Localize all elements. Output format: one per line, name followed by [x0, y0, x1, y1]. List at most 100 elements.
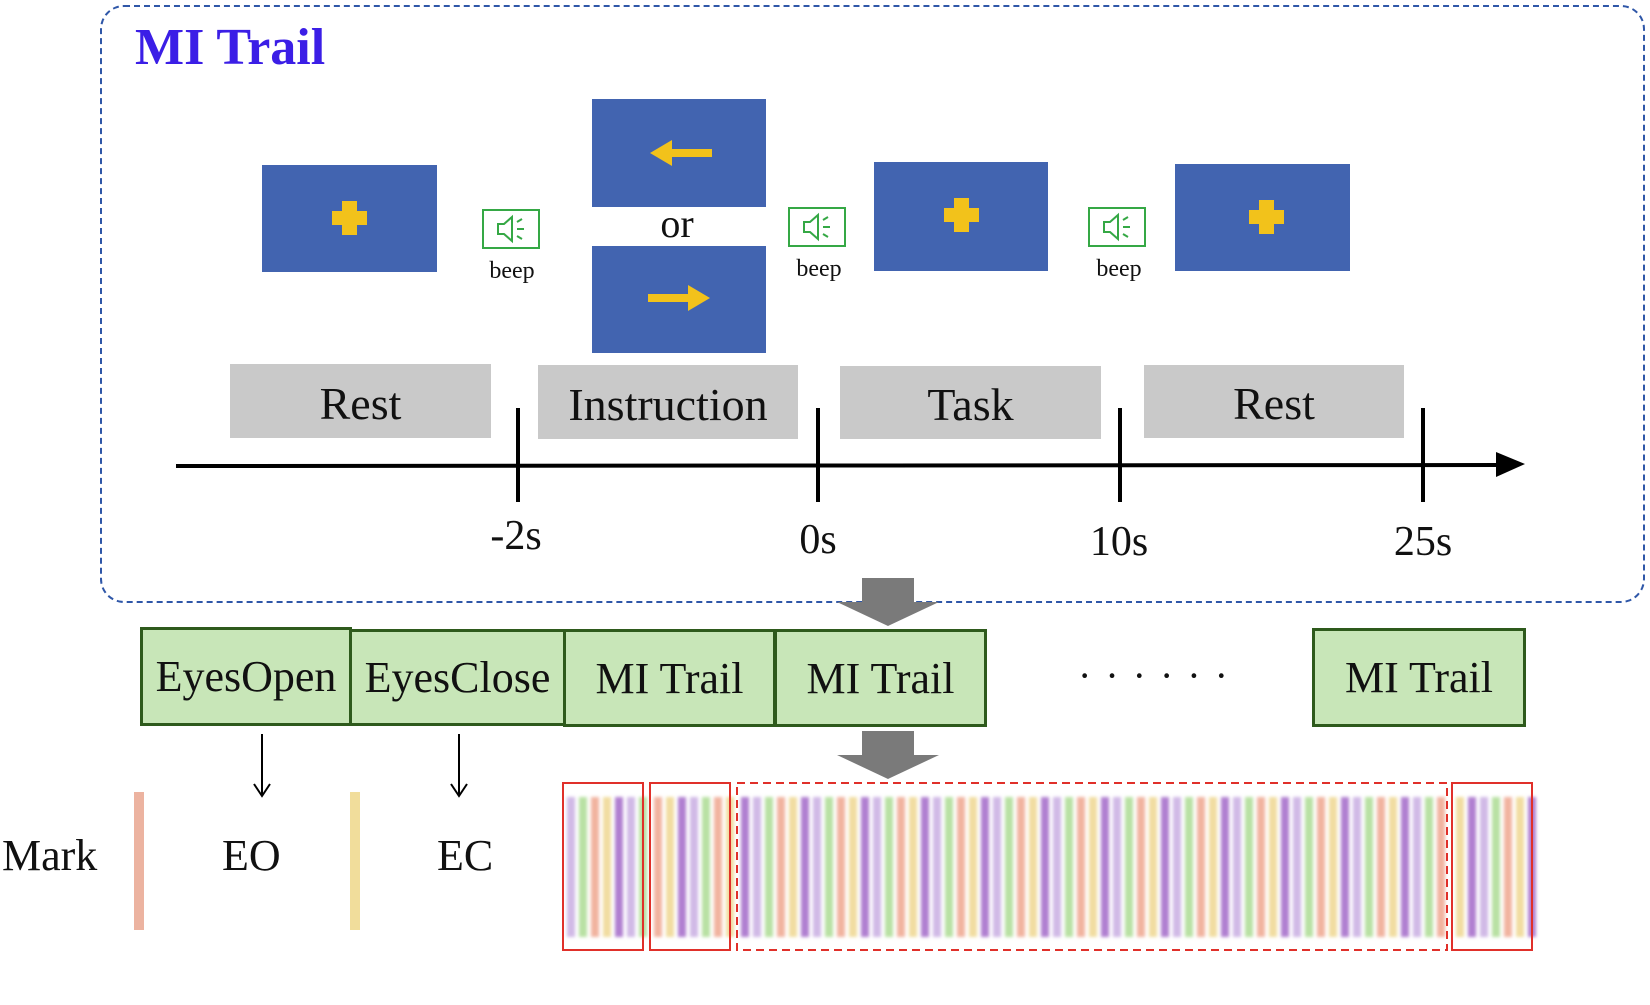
mark-stripe	[1089, 797, 1097, 937]
mark-stripe	[1413, 797, 1421, 937]
mark-stripe	[1516, 797, 1524, 937]
instruction-screen-right	[592, 246, 766, 353]
sequence-mi-trail: MI Trail	[774, 629, 987, 727]
sequence-eyes-close: EyesClose	[349, 629, 566, 726]
mark-stripe	[1456, 797, 1464, 937]
mark-stripe	[1077, 797, 1085, 937]
mark-stripe	[885, 797, 893, 937]
mark-stripe	[801, 797, 809, 937]
tick-label: -2s	[490, 513, 542, 559]
mark-stripe	[702, 797, 710, 937]
ec-mark-stripe	[350, 792, 360, 930]
mark-stripe	[1233, 797, 1241, 937]
mark-stripe	[993, 797, 1001, 937]
sequence-ellipsis: ······	[1078, 653, 1242, 698]
rest-screen-1	[262, 165, 437, 272]
mark-stripe	[1257, 797, 1265, 937]
mark-stripe	[909, 797, 917, 937]
beep-label: beep	[489, 258, 535, 284]
mark-stripe	[579, 797, 587, 937]
mark-stripe	[1281, 797, 1289, 937]
mark-stripe	[1245, 797, 1253, 937]
mark-stripe	[1480, 797, 1488, 937]
mark-stripe	[1341, 797, 1349, 937]
mark-stripe	[921, 797, 929, 937]
mark-stripe	[1197, 797, 1205, 937]
tick-label: 10s	[1089, 519, 1149, 565]
mark-stripe	[741, 797, 749, 937]
mark-stripe	[765, 797, 773, 937]
mark-stripe	[957, 797, 965, 937]
mark-stripe	[873, 797, 881, 937]
mark-stripe	[777, 797, 785, 937]
mark-stripe	[945, 797, 953, 937]
mark-stripe	[1209, 797, 1217, 937]
mark-stripe	[1377, 797, 1385, 937]
mark-stripe	[1137, 797, 1145, 937]
mark-stripe	[714, 797, 722, 937]
mark-stripe	[1101, 797, 1109, 937]
down-arrow-icon	[837, 731, 939, 779]
mark-stripe	[1125, 797, 1133, 937]
mark-stripe	[1269, 797, 1277, 937]
mark-stripe	[654, 797, 662, 937]
mark-stripe	[813, 797, 821, 937]
task-screen	[874, 162, 1048, 271]
ec-label: EC	[437, 831, 494, 880]
fixation-plus-icon	[944, 198, 979, 232]
mark-stripe	[969, 797, 977, 937]
mi-trail-detail-frame	[100, 5, 1645, 603]
mark-stripe	[825, 797, 833, 937]
mi-trails-frame	[736, 782, 1448, 951]
eo-label: EO	[222, 831, 281, 880]
rest-screen-2	[1175, 164, 1350, 271]
mark-stripe	[678, 797, 686, 937]
mark-stripe	[627, 797, 635, 937]
mark-stripe	[1017, 797, 1025, 937]
mark-stripe	[1065, 797, 1073, 937]
sequence-mi-trail: MI Trail	[563, 629, 776, 727]
mark-stripe	[1437, 797, 1445, 937]
mark-stripe	[981, 797, 989, 937]
phase-instruction: Instruction	[538, 365, 798, 439]
mark-stripe	[1113, 797, 1121, 937]
tick-label: 25s	[1393, 519, 1453, 565]
mark-stripe	[861, 797, 869, 937]
down-arrow-icon	[253, 734, 271, 798]
mark-stripe	[1329, 797, 1337, 937]
sequence-eyes-open: EyesOpen	[140, 627, 352, 726]
mark-stripe	[1468, 797, 1476, 937]
mark-stripe	[567, 797, 575, 937]
timeline-axis	[175, 408, 1525, 502]
mark-stripe	[1041, 797, 1049, 937]
mark-stripe	[1425, 797, 1433, 937]
beep-label: beep	[1096, 256, 1142, 282]
mark-stripe	[1029, 797, 1037, 937]
phase-rest: Rest	[1144, 365, 1404, 438]
mark-stripe	[690, 797, 698, 937]
mark-stripe	[591, 797, 599, 937]
or-label: or	[660, 201, 694, 246]
mark-label: Mark	[2, 831, 98, 880]
mark-stripe	[1492, 797, 1500, 937]
instruction-screen-left	[592, 99, 766, 207]
mark-stripe	[1161, 797, 1169, 937]
mark-stripe	[666, 797, 674, 937]
mark-stripe	[1293, 797, 1301, 937]
ec-segment-frame	[649, 782, 731, 951]
mark-stripe	[1401, 797, 1409, 937]
mark-stripe	[1149, 797, 1157, 937]
mark-stripe	[933, 797, 941, 937]
mark-stripe	[1173, 797, 1181, 937]
phase-task: Task	[840, 366, 1101, 439]
left-arrow-icon	[650, 140, 712, 166]
mark-stripe	[897, 797, 905, 937]
mark-stripe	[753, 797, 761, 937]
mark-stripe	[1504, 797, 1512, 937]
down-arrow-icon	[837, 578, 939, 626]
diagram-title: MI Trail	[135, 19, 326, 76]
mark-stripe	[789, 797, 797, 937]
eo-segment-frame	[562, 782, 644, 951]
mark-stripe	[1053, 797, 1061, 937]
